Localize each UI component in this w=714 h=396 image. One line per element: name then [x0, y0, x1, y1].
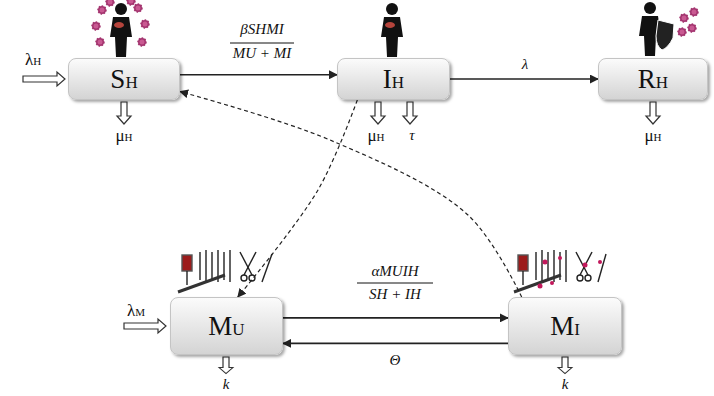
rate-label: Θ [388, 352, 403, 369]
recovered-box: RH [598, 58, 708, 100]
rate-denominator: SH + IH [367, 286, 423, 303]
flow-arrows [23, 72, 660, 374]
infected-tools [514, 250, 606, 292]
compartment-name: IH [383, 66, 404, 93]
flow-arrow [283, 343, 508, 345]
contact-link [180, 92, 522, 297]
recovered-person [639, 2, 698, 56]
rate-label: μH [642, 127, 663, 146]
infected-tools-box: MI [508, 297, 622, 355]
flow-arrow [450, 78, 598, 80]
infected-person [381, 3, 403, 57]
rate-label: λ [520, 56, 531, 73]
rate-label: τ [407, 127, 416, 144]
susceptible-person [92, 0, 149, 57]
rate-label: k [560, 376, 571, 393]
flow-arrow [283, 317, 508, 319]
rate-label: λH [23, 51, 43, 70]
clean-tools [178, 250, 272, 292]
infected-box: IH [337, 58, 450, 100]
compartment-name: RH [638, 66, 668, 93]
contact-link [238, 100, 358, 297]
fraction-bar [357, 283, 433, 284]
rate-label: k [221, 376, 232, 393]
rate-label: μH [365, 127, 386, 146]
compartment-name: MU [208, 313, 244, 340]
rate-denominator: MU + MI [231, 45, 293, 62]
flow-arrow [180, 74, 337, 76]
rate-label: λM [125, 302, 147, 321]
rate-label: αMUIH [369, 263, 420, 280]
fraction-bar [230, 43, 294, 44]
clean-tools-box: MU [170, 297, 283, 355]
compartment-name: MI [550, 313, 580, 340]
susceptible-box: SH [68, 58, 180, 100]
compartment-name: SH [110, 66, 137, 93]
rate-label: βSHMI [238, 21, 285, 38]
rate-label: μH [113, 127, 134, 146]
